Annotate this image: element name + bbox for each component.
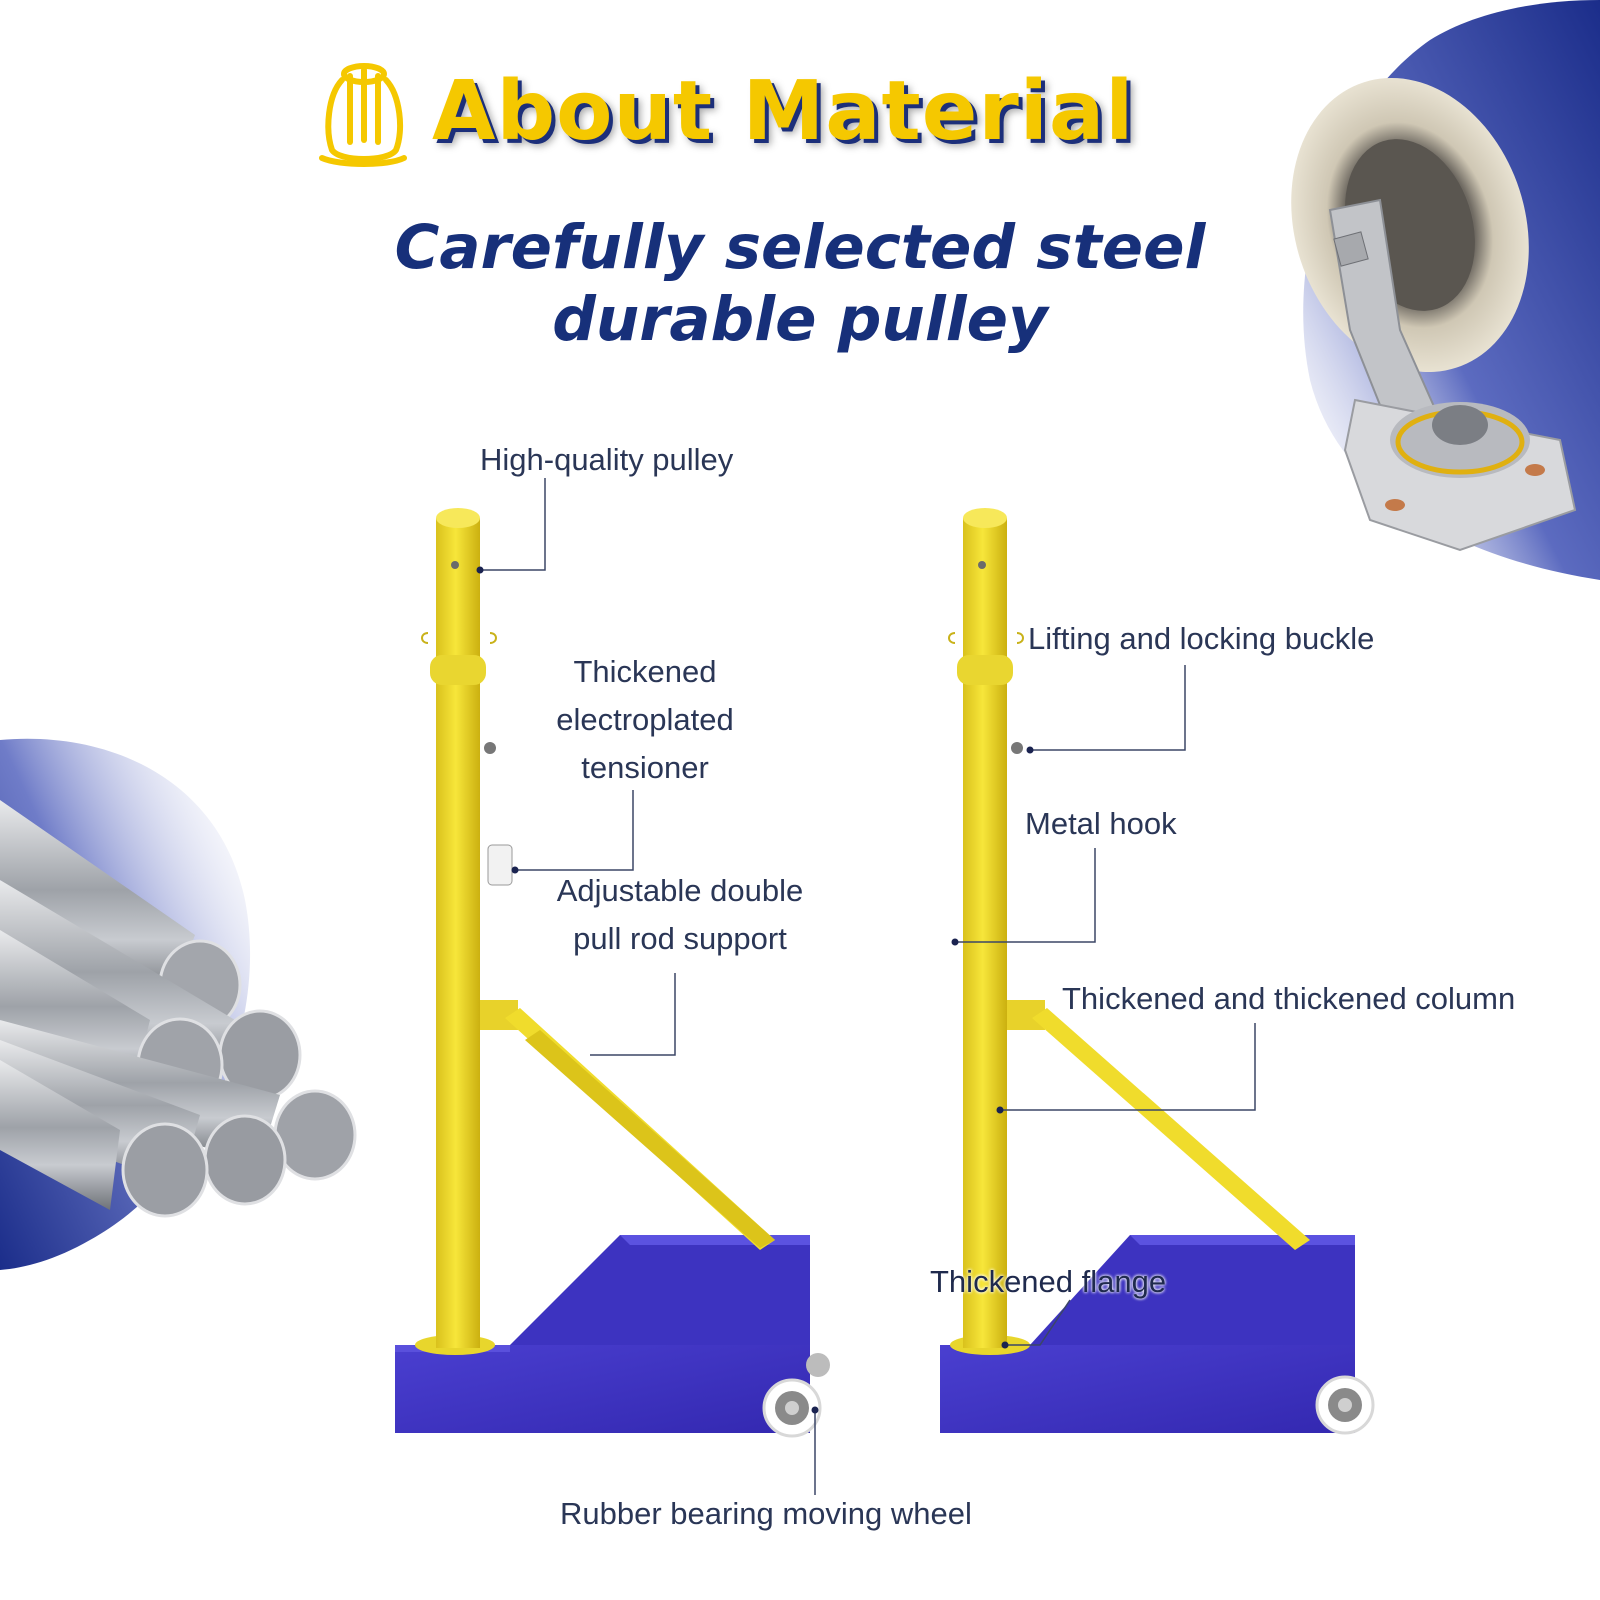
- label-pull-rod-support: Adjustable double pull rod support: [530, 867, 830, 963]
- subtitle-line-2: durable pulley: [552, 284, 1048, 355]
- label-column: Thickened and thickened column: [1062, 981, 1516, 1016]
- label-metal-hook: Metal hook: [1025, 806, 1177, 841]
- subtitle-line-1: Carefully selected steel: [394, 212, 1206, 283]
- page-title: About Material: [432, 64, 1135, 159]
- callout-dots: [476, 566, 1034, 1414]
- label-lifting-locking-buckle: Lifting and locking buckle: [1028, 621, 1375, 656]
- steel-rods-bundle-icon: [319, 63, 407, 167]
- label-tensioner: Thickened electroplated tensioner: [530, 648, 760, 792]
- steel-rods-photo: [0, 738, 357, 1270]
- right-post-illustration: [940, 508, 1375, 1435]
- label-moving-wheel: Rubber bearing moving wheel: [560, 1496, 972, 1531]
- page-subtitle: Carefully selected steel durable pulley: [300, 212, 1300, 356]
- label-high-quality-pulley: High-quality pulley: [480, 442, 734, 477]
- label-pull-rod-line-2: pull rod support: [573, 921, 787, 956]
- label-flange: Thickened flange: [930, 1264, 1167, 1299]
- caster-wheel-photo: [1291, 0, 1600, 580]
- label-pull-rod-line-1: Adjustable double: [556, 873, 804, 908]
- callout-leader-lines: [480, 478, 1256, 1495]
- left-post-illustration: [395, 508, 830, 1438]
- label-tensioner-line-2: electroplated: [556, 702, 734, 737]
- label-tensioner-line-1: Thickened: [573, 654, 717, 689]
- label-tensioner-line-3: tensioner: [581, 750, 709, 785]
